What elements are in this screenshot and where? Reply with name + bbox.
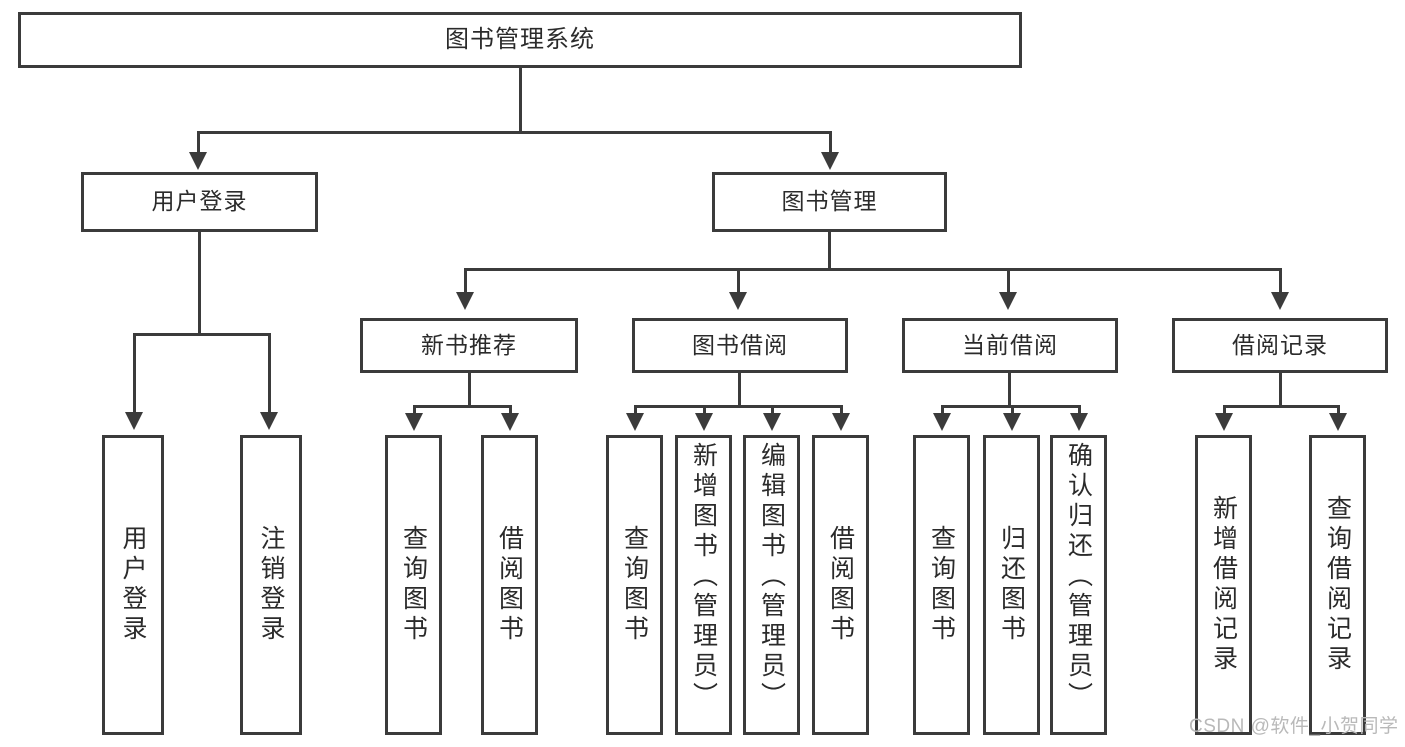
leaf-bb-add-book-admin-label: 新增图书（管理员） [689, 442, 718, 712]
leaf-br-add-record[interactable]: 新增借阅记录 [1195, 435, 1252, 735]
connector-bb-to-leaf-2 [703, 405, 706, 415]
node-book-management[interactable]: 图书管理 [712, 172, 947, 232]
connector-bm-to-book-borrow [737, 268, 740, 294]
node-borrow-record[interactable]: 借阅记录 [1172, 318, 1388, 373]
leaf-bb-borrow-book[interactable]: 借阅图书 [812, 435, 869, 735]
connector-root-to-book-management [829, 131, 832, 155]
leaf-user-login-label: 用户登录 [119, 525, 147, 645]
leaf-user-logout-label: 注销登录 [257, 525, 285, 645]
connector-bb-to-leaf-3 [771, 405, 774, 415]
leaf-cb-query-book-label: 查询图书 [927, 525, 956, 645]
node-root-book-management-system[interactable]: 图书管理系统 [18, 12, 1022, 68]
leaf-bb-borrow-book-label: 借阅图书 [826, 525, 855, 645]
leaf-cb-query-book[interactable]: 查询图书 [913, 435, 970, 735]
leaf-nb-borrow-book[interactable]: 借阅图书 [481, 435, 538, 735]
leaf-nb-borrow-book-label: 借阅图书 [495, 525, 524, 645]
node-new-book-recommend[interactable]: 新书推荐 [360, 318, 578, 373]
arrowhead-nb-to-leaf-1 [405, 413, 423, 431]
arrowhead-bb-to-leaf-4 [832, 413, 850, 431]
connector-root-to-user-login [197, 131, 200, 155]
arrowhead-root-to-book-management [821, 152, 839, 170]
connector-cb-to-leaf-2 [1011, 405, 1014, 415]
connector-user-login-to-leaf-1 [133, 333, 136, 414]
leaf-bb-query-book-label: 查询图书 [620, 525, 649, 645]
arrowhead-cb-to-leaf-3 [1070, 413, 1088, 431]
connector-user-login-bar [133, 333, 271, 336]
connector-bm-to-new-book [464, 268, 467, 294]
arrowhead-bb-to-leaf-2 [695, 413, 713, 431]
connector-root-bar [197, 131, 831, 134]
connector-book-management-stem [828, 232, 831, 268]
node-book-borrow[interactable]: 图书借阅 [632, 318, 848, 373]
connector-br-to-leaf-2 [1337, 405, 1340, 415]
arrowhead-nb-to-leaf-2 [501, 413, 519, 431]
arrowhead-bm-to-new-book [456, 292, 474, 310]
connector-bm-to-current-borrow [1007, 268, 1010, 294]
arrowhead-bm-to-current-borrow [999, 292, 1017, 310]
connector-current-borrow-stem [1008, 373, 1011, 405]
connector-cb-to-leaf-1 [941, 405, 944, 415]
connector-nb-to-leaf-2 [509, 405, 512, 415]
leaf-user-logout[interactable]: 注销登录 [240, 435, 302, 735]
connector-borrow-record-stem [1279, 373, 1282, 405]
connector-book-borrow-bar [634, 405, 842, 408]
csdn-watermark: CSDN @软件_小贺同学 [1189, 716, 1399, 737]
leaf-bb-add-book-admin[interactable]: 新增图书（管理员） [675, 435, 732, 735]
connector-br-to-leaf-1 [1223, 405, 1226, 415]
arrowhead-user-login-to-leaf-2 [260, 412, 278, 430]
leaf-br-add-record-label: 新增借阅记录 [1209, 495, 1238, 675]
arrowhead-root-to-user-login [189, 152, 207, 170]
connector-bm-to-borrow-record [1279, 268, 1282, 294]
connector-user-login-to-leaf-2 [268, 333, 271, 414]
connector-user-login-stem [198, 232, 201, 333]
connector-book-borrow-stem [738, 373, 741, 405]
node-user-login[interactable]: 用户登录 [81, 172, 318, 232]
connector-bb-to-leaf-1 [634, 405, 637, 415]
leaf-cb-confirm-return-admin-label: 确认归还（管理员） [1064, 442, 1093, 712]
connector-borrow-record-bar [1223, 405, 1340, 408]
connector-new-book-bar [413, 405, 512, 408]
connector-book-management-bar [464, 268, 1282, 271]
leaf-br-query-record-label: 查询借阅记录 [1323, 495, 1352, 675]
connector-bb-to-leaf-4 [840, 405, 843, 415]
connector-root-stem [519, 68, 522, 131]
leaf-cb-return-book[interactable]: 归还图书 [983, 435, 1040, 735]
leaf-nb-query-book-label: 查询图书 [399, 525, 428, 645]
leaf-nb-query-book[interactable]: 查询图书 [385, 435, 442, 735]
connector-cb-to-leaf-3 [1078, 405, 1081, 415]
arrowhead-bb-to-leaf-1 [626, 413, 644, 431]
arrowhead-bm-to-book-borrow [729, 292, 747, 310]
leaf-cb-confirm-return-admin[interactable]: 确认归还（管理员） [1050, 435, 1107, 735]
arrowhead-cb-to-leaf-1 [933, 413, 951, 431]
leaf-user-login[interactable]: 用户登录 [102, 435, 164, 735]
arrowhead-br-to-leaf-2 [1329, 413, 1347, 431]
connector-current-borrow-bar [941, 405, 1080, 408]
arrowhead-cb-to-leaf-2 [1003, 413, 1021, 431]
leaf-bb-edit-book-admin-label: 编辑图书（管理员） [757, 442, 786, 712]
leaf-cb-return-book-label: 归还图书 [997, 525, 1026, 645]
connector-new-book-stem [468, 373, 471, 405]
connector-nb-to-leaf-1 [413, 405, 416, 415]
leaf-bb-query-book[interactable]: 查询图书 [606, 435, 663, 735]
arrowhead-bm-to-borrow-record [1271, 292, 1289, 310]
node-current-borrow[interactable]: 当前借阅 [902, 318, 1118, 373]
leaf-br-query-record[interactable]: 查询借阅记录 [1309, 435, 1366, 735]
leaf-bb-edit-book-admin[interactable]: 编辑图书（管理员） [743, 435, 800, 735]
arrowhead-br-to-leaf-1 [1215, 413, 1233, 431]
arrowhead-bb-to-leaf-3 [763, 413, 781, 431]
arrowhead-user-login-to-leaf-1 [125, 412, 143, 430]
